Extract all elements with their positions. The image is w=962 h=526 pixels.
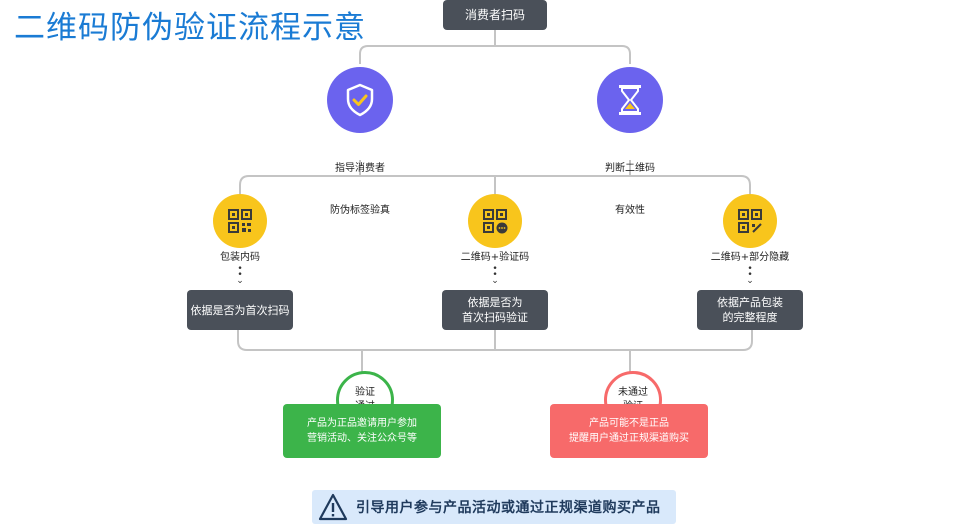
judge-validity-node	[597, 67, 663, 133]
method-inner-code-dots: ••⌄	[236, 264, 244, 286]
fail-result-box: 产品可能不是正品 提醒用户通过正规渠道购买	[550, 404, 708, 458]
page-title: 二维码防伪验证流程示意	[14, 10, 366, 46]
method-qr-plus-code-label: 二维码+验证码	[460, 252, 530, 263]
judge-validity-line2: 有效性	[615, 205, 645, 216]
qr-code-with-code-icon	[483, 209, 508, 234]
check-package-line1: 依据产品包装	[717, 296, 783, 309]
check-first-verify-line1: 依据是否为	[467, 296, 523, 309]
check-first-verify-box: 依据是否为 首次扫码验证	[442, 290, 548, 330]
method-inner-code-label: 包装内码	[220, 252, 260, 263]
guide-consumer-line1: 指导消费者	[335, 163, 385, 174]
check-first-scan-line1: 依据是否为首次扫码	[190, 303, 290, 317]
start-node-label: 消费者扫码	[464, 7, 525, 22]
qr-code-icon	[228, 209, 252, 233]
pass-result-box: 产品为正品邀请用户参加 营销活动、关注公众号等	[283, 404, 441, 458]
shield-check-icon	[346, 83, 374, 117]
method-inner-code-node	[213, 194, 267, 248]
check-first-scan-box: 依据是否为首次扫码	[187, 290, 293, 330]
pass-circle-line1: 验证	[355, 387, 375, 398]
check-package-line2: 的完整程度	[722, 311, 778, 324]
method-partial-hidden-dots: ••⌄	[746, 264, 754, 286]
warning-icon	[318, 493, 348, 521]
judge-validity-caption: 判断二维码 有效性	[580, 134, 680, 232]
bottom-banner-text: 引导用户参与产品活动或通过正规渠道购买产品	[356, 500, 661, 516]
guide-consumer-line2: 防伪标签验真	[330, 205, 390, 216]
check-first-verify-line2: 首次扫码验证	[462, 311, 528, 324]
fail-result-line1: 产品可能不是正品	[589, 418, 669, 429]
method-partial-hidden-label: 二维码+部分隐藏	[710, 252, 790, 263]
guide-consumer-node	[327, 67, 393, 133]
guide-consumer-caption: 指导消费者 防伪标签验真	[310, 134, 410, 232]
method-qr-plus-code-dots: ••⌄	[491, 264, 499, 286]
pass-result-line1: 产品为正品邀请用户参加	[307, 418, 417, 429]
qr-code-partial-icon	[738, 209, 762, 233]
judge-validity-line1: 判断二维码	[605, 163, 655, 174]
hourglass-icon	[619, 85, 641, 115]
method-qr-plus-code-node	[468, 194, 522, 248]
pass-result-line2: 营销活动、关注公众号等	[307, 433, 417, 444]
fail-result-line2: 提醒用户通过正规渠道购买	[569, 433, 689, 444]
bottom-banner: 引导用户参与产品活动或通过正规渠道购买产品	[312, 490, 676, 524]
fail-circle-line1: 未通过	[618, 387, 648, 398]
check-package-box: 依据产品包装 的完整程度	[697, 290, 803, 330]
start-node: 消费者扫码	[443, 0, 547, 30]
method-partial-hidden-node	[723, 194, 777, 248]
